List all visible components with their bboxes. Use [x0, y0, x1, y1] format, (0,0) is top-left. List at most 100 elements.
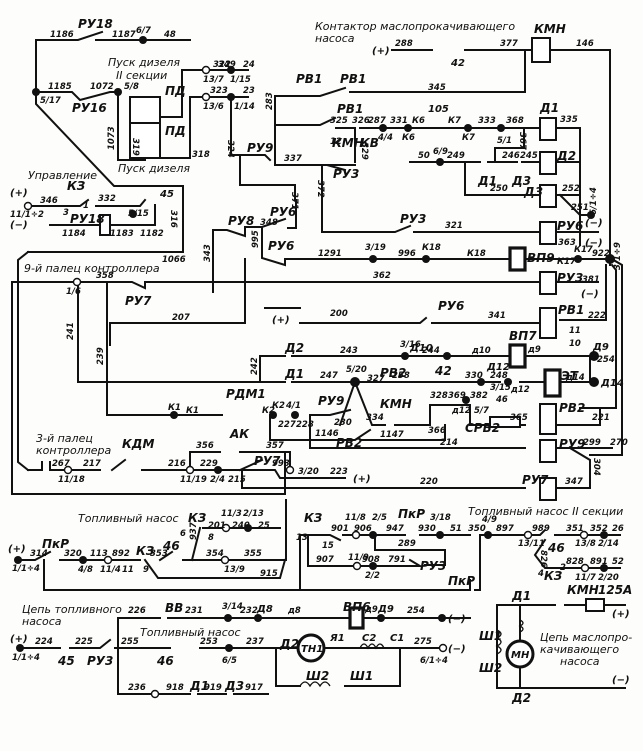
wire-number-label: 329: [359, 142, 369, 160]
wire-number-label: 326: [352, 116, 370, 126]
wire-number-label: 4/1: [285, 401, 301, 411]
wire-number-label: 915: [260, 569, 278, 579]
wire-number-label: 897: [496, 524, 514, 534]
wire-number-label: 25: [258, 521, 270, 531]
label-ru7-coil: РУ7: [522, 473, 549, 487]
wire-number-label: 343: [203, 244, 213, 262]
label-kmn-b: КМН: [380, 397, 412, 411]
wire-number-label: 26: [612, 524, 624, 534]
label-sh1-a: Ш1: [350, 669, 373, 683]
wire-number-label: 254: [597, 355, 615, 365]
wire-number-label: 1146: [315, 429, 339, 439]
label-plus-6: (+): [10, 634, 28, 645]
label-vp6: ВП6: [343, 600, 371, 614]
d2-coil: [539, 151, 557, 175]
title-fuel-pump-2sec: Топливный насос II секции: [468, 505, 623, 518]
label-switch-45: 45: [159, 189, 174, 200]
tn1-motor: [296, 633, 326, 663]
wire-number-label: 351: [566, 524, 584, 534]
wire-number-label: К18: [422, 243, 441, 253]
wire-number-label: д9: [364, 605, 378, 615]
d1-coil: [539, 117, 557, 141]
wire-number-label: 322: [213, 60, 231, 70]
label-ya1: Я1: [329, 633, 345, 644]
label-vp9: ВП9: [527, 251, 555, 265]
title-fuel-circuit: Цепь топливного: [22, 603, 122, 616]
label-d14: Д14: [600, 378, 624, 389]
wire-number-label: 352: [590, 524, 608, 534]
wire-number-label: д12: [451, 406, 471, 416]
label-c2: С2: [362, 633, 376, 644]
wire-number-label: 371: [289, 192, 299, 210]
wire-number-label: 13/7: [203, 75, 224, 85]
wire-number-label: 348: [260, 218, 278, 228]
label-ru6-a: РУ6: [270, 205, 296, 219]
vp9-coil: [508, 246, 527, 272]
mn-motor: [505, 639, 535, 669]
armature-winding: [518, 619, 524, 633]
wire-number-label: 319: [130, 138, 140, 156]
label-rv2-a: РВ2: [380, 366, 406, 380]
wire-number-label: 13/6: [203, 102, 224, 112]
wire-number-label: 287: [368, 116, 386, 126]
label-ru9-contact: РУ9: [247, 141, 273, 155]
wire-number-label: 324: [225, 140, 235, 158]
wire-number-label: 2/20: [598, 573, 619, 583]
wire-number-label: д12: [510, 385, 530, 395]
label-sh1-b: Ш1: [479, 629, 502, 643]
wire-number-label: 11/7: [575, 573, 596, 583]
wire-number-label: 357: [266, 441, 284, 451]
wire-number-label: 320: [64, 549, 82, 559]
label-switch-46-b: 46: [547, 541, 565, 555]
label-d2-coil: Д2: [556, 149, 576, 163]
wire-number-label: 363: [558, 238, 576, 248]
label-kz-c: КЗ: [304, 511, 323, 525]
wire-number-label: 1186: [50, 30, 74, 40]
wire-number-label: 365: [510, 413, 528, 423]
wire-number-label: 4/4: [377, 133, 393, 143]
wire-number-label: 8: [208, 533, 214, 543]
wire-number-label: 353: [150, 549, 168, 559]
junctions: [14, 36, 615, 652]
label-d3-contact: Д3: [511, 174, 531, 188]
wire-number-label: 230: [334, 418, 352, 428]
wire-number-label: 3/1÷9: [613, 242, 623, 270]
title-diesel-start-2sec: Пуск дизеля: [108, 56, 180, 69]
wire-number-label: 237: [246, 637, 264, 647]
label-d9: Д9: [592, 342, 609, 353]
label-switch-46-a: 46: [162, 539, 180, 553]
label-ru6-b: РУ6: [268, 239, 294, 253]
label-d2-mn: Д2: [511, 691, 531, 705]
label-kdm: КДМ: [122, 437, 154, 451]
wire-number-label: 1182: [140, 229, 164, 239]
wire-number-label: 1147: [380, 430, 404, 440]
wire-number-label: д14: [565, 373, 585, 383]
wire-number-label: 1291: [318, 249, 342, 259]
kmn-coil: [531, 37, 551, 63]
wire-number-label: 350: [468, 524, 486, 534]
wire-number-label: 6/1÷4: [589, 187, 599, 215]
label-et: ЭТ: [561, 369, 579, 383]
wire-number-label: 232: [240, 606, 258, 616]
wire-number-label: 3/16: [400, 340, 421, 350]
wire-number-label: 13/11: [518, 539, 545, 549]
label-d2-contact: Д2: [284, 341, 304, 355]
wire-number-label: 989: [532, 524, 550, 534]
wire-number-label: 11/19: [180, 475, 207, 485]
wire-number-label: 1072: [90, 82, 114, 92]
label-switch-46-c: 46: [156, 654, 174, 668]
wire-number-label: 314: [30, 549, 48, 559]
ru9-coil: [539, 439, 557, 463]
wire-number-label: 9: [143, 565, 149, 575]
wire-number-label: 347: [565, 477, 583, 487]
wire-number-label: 52: [612, 557, 624, 567]
wire-number-label: 3/18: [430, 513, 451, 523]
wire-number-label: 333: [478, 116, 496, 126]
wire-number-label: 6/5: [222, 656, 237, 666]
wire-number-label: 1/1÷4: [12, 564, 40, 574]
wire-number-label: 377: [500, 39, 518, 49]
label-plus-3: (+): [272, 315, 290, 326]
wire-number-label: 4/8: [77, 565, 93, 575]
wire-number-label: 5/1: [497, 136, 512, 146]
